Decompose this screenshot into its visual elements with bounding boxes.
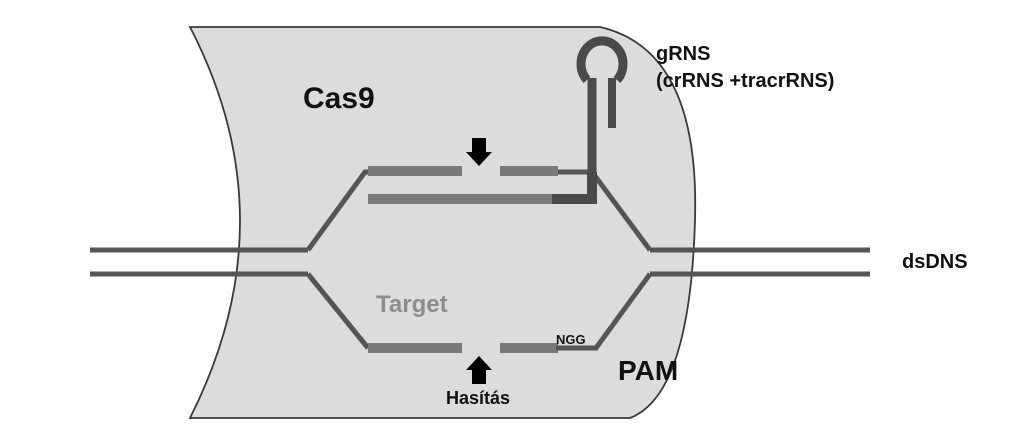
target-segment-right — [500, 343, 558, 353]
dna-bottom-strand-closing — [593, 272, 653, 350]
grna-label-line2: (crRNS +tracrRNS) — [656, 70, 834, 92]
guide-rna-hairpin-loop — [576, 36, 628, 83]
cleavage-arrow-up-icon — [466, 356, 492, 384]
guide-rna-scaffold — [552, 172, 597, 204]
ngg-label: NGG — [556, 332, 586, 347]
guide-rna-annealed-segment — [368, 194, 554, 204]
cas9-protein-shape — [188, 26, 697, 419]
target-segment-left — [368, 343, 462, 353]
pam-label: PAM — [618, 355, 678, 386]
nontarget-segment-left — [368, 166, 462, 176]
grna-label-line1: gRNS — [656, 43, 710, 65]
nontarget-segment-right — [500, 166, 558, 176]
cleavage-label: Hasítás — [446, 388, 510, 408]
dsdna-label: dsDNS — [902, 251, 968, 273]
cleavage-arrow-down-icon — [466, 138, 492, 166]
dna-bottom-strand-opening — [306, 272, 370, 350]
dna-top-strand-opening — [305, 169, 368, 252]
target-label: Target — [376, 291, 448, 318]
cas9-label: Cas9 — [303, 82, 375, 115]
